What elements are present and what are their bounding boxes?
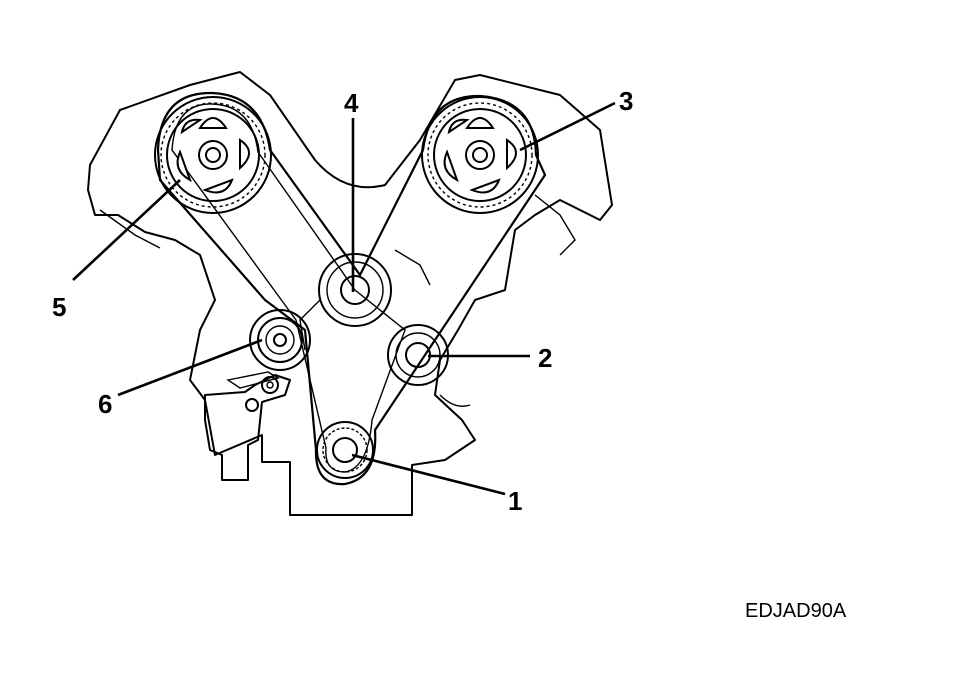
leader-line-3 bbox=[519, 101, 616, 152]
figure-code: EDJAD90A bbox=[745, 600, 847, 622]
callout-4: 4 bbox=[344, 88, 359, 118]
callout-5: 5 bbox=[52, 292, 66, 322]
leader-line-1 bbox=[351, 453, 506, 496]
camshaft-sprocket-right bbox=[421, 96, 539, 214]
tensioner-pulley bbox=[249, 309, 311, 371]
tensioner-bracket bbox=[204, 371, 291, 481]
idler-pulley bbox=[318, 253, 392, 327]
leader-line-6 bbox=[117, 338, 263, 397]
leader-lines bbox=[72, 101, 616, 496]
crankshaft-sprocket bbox=[316, 421, 374, 479]
engine-block-outline bbox=[87, 71, 613, 516]
callout-2: 2 bbox=[538, 343, 552, 373]
leader-line-5 bbox=[72, 179, 181, 281]
callout-6: 6 bbox=[98, 389, 112, 419]
callout-1: 1 bbox=[508, 486, 522, 516]
callout-3: 3 bbox=[619, 86, 633, 116]
camshaft-sprocket-left bbox=[154, 96, 272, 214]
